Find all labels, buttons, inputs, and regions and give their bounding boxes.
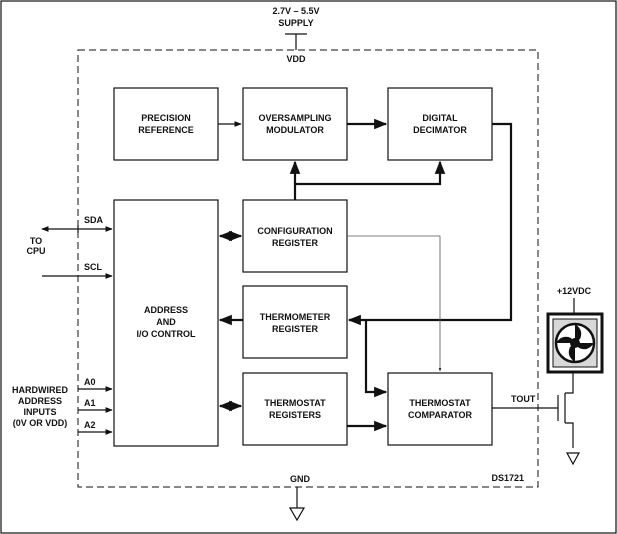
hardwired-line1: HARDWIRED	[12, 385, 68, 395]
sda-label: SDA	[84, 215, 104, 225]
thermometer-register-block: THERMOMETER REGISTER	[242, 285, 348, 359]
thermometer-register-line1: THERMOMETER	[260, 312, 331, 322]
oversampling-modulator-line2: MODULATOR	[266, 125, 324, 135]
thermostat-comparator-line2: COMPARATOR	[408, 410, 472, 420]
address-io-control-line1: ADDRESS	[144, 305, 188, 315]
fan-ground-symbol	[565, 452, 581, 466]
mosfet-symbol	[557, 372, 581, 466]
address-io-control-line2: AND	[156, 317, 176, 327]
configuration-register-line2: REGISTER	[272, 238, 319, 248]
oversampling-modulator-block: OVERSAMPLING MODULATOR	[242, 87, 348, 161]
to-cpu-line2: CPU	[26, 246, 45, 256]
address-io-control-line3: I/O CONTROL	[137, 329, 196, 339]
tout-label: TOUT	[511, 394, 536, 404]
a1-label: A1	[84, 398, 96, 408]
thermostat-registers-block: THERMOSTAT REGISTERS	[242, 372, 348, 446]
thermometer-register-line2: REGISTER	[272, 324, 319, 334]
digital-decimator-line1: DIGITAL	[422, 113, 458, 123]
to-cpu-line1: TO	[30, 236, 42, 246]
hardwired-line2: ADDRESS	[18, 396, 62, 406]
bus-thermometer-to-comparator	[364, 320, 388, 398]
thermostat-comparator-block: THERMOSTAT COMPARATOR	[387, 372, 493, 446]
part-number: DS1721	[491, 473, 524, 483]
scl-label: SCL	[84, 262, 103, 272]
gnd-label: GND	[290, 474, 311, 484]
hardwired-line3: INPUTS	[23, 407, 56, 417]
thermostat-registers-line2: REGISTERS	[269, 410, 321, 420]
line-config-to-comparator	[347, 235, 442, 372]
fan-icon: +12VDC	[546, 286, 604, 374]
bus-config-to-decimator	[293, 160, 446, 200]
oversampling-modulator-line1: OVERSAMPLING	[258, 113, 331, 123]
address-io-control-block: ADDRESS AND I/O CONTROL	[113, 199, 219, 447]
configuration-register-line1: CONFIGURATION	[257, 226, 332, 236]
configuration-register-block: CONFIGURATION REGISTER	[242, 199, 348, 273]
a2-label: A2	[84, 420, 96, 430]
supply-label: SUPPLY	[278, 18, 313, 28]
thermostat-comparator-line1: THERMOSTAT	[409, 398, 471, 408]
digital-decimator-block: DIGITAL DECIMATOR	[387, 87, 493, 161]
thermostat-registers-line1: THERMOSTAT	[264, 398, 326, 408]
a0-label: A0	[84, 377, 96, 387]
fan-supply-label: +12VDC	[557, 286, 592, 296]
precision-reference-line2: REFERENCE	[138, 125, 194, 135]
hardwired-line4: (0V OR VDD)	[13, 418, 68, 428]
supply-group: 2.7V – 5.5V SUPPLY VDD	[272, 6, 319, 64]
chip-boundary	[77, 49, 539, 488]
digital-decimator-line2: DECIMATOR	[413, 125, 467, 135]
bus-decimator-to-thermometer	[347, 122, 513, 326]
supply-voltage-label: 2.7V – 5.5V	[272, 6, 319, 16]
ground-group: GND	[288, 474, 311, 522]
gnd-symbol	[288, 507, 306, 522]
precision-reference-block: PRECISION REFERENCE	[113, 87, 219, 161]
precision-reference-line1: PRECISION	[141, 113, 191, 123]
vdd-label: VDD	[286, 54, 306, 64]
